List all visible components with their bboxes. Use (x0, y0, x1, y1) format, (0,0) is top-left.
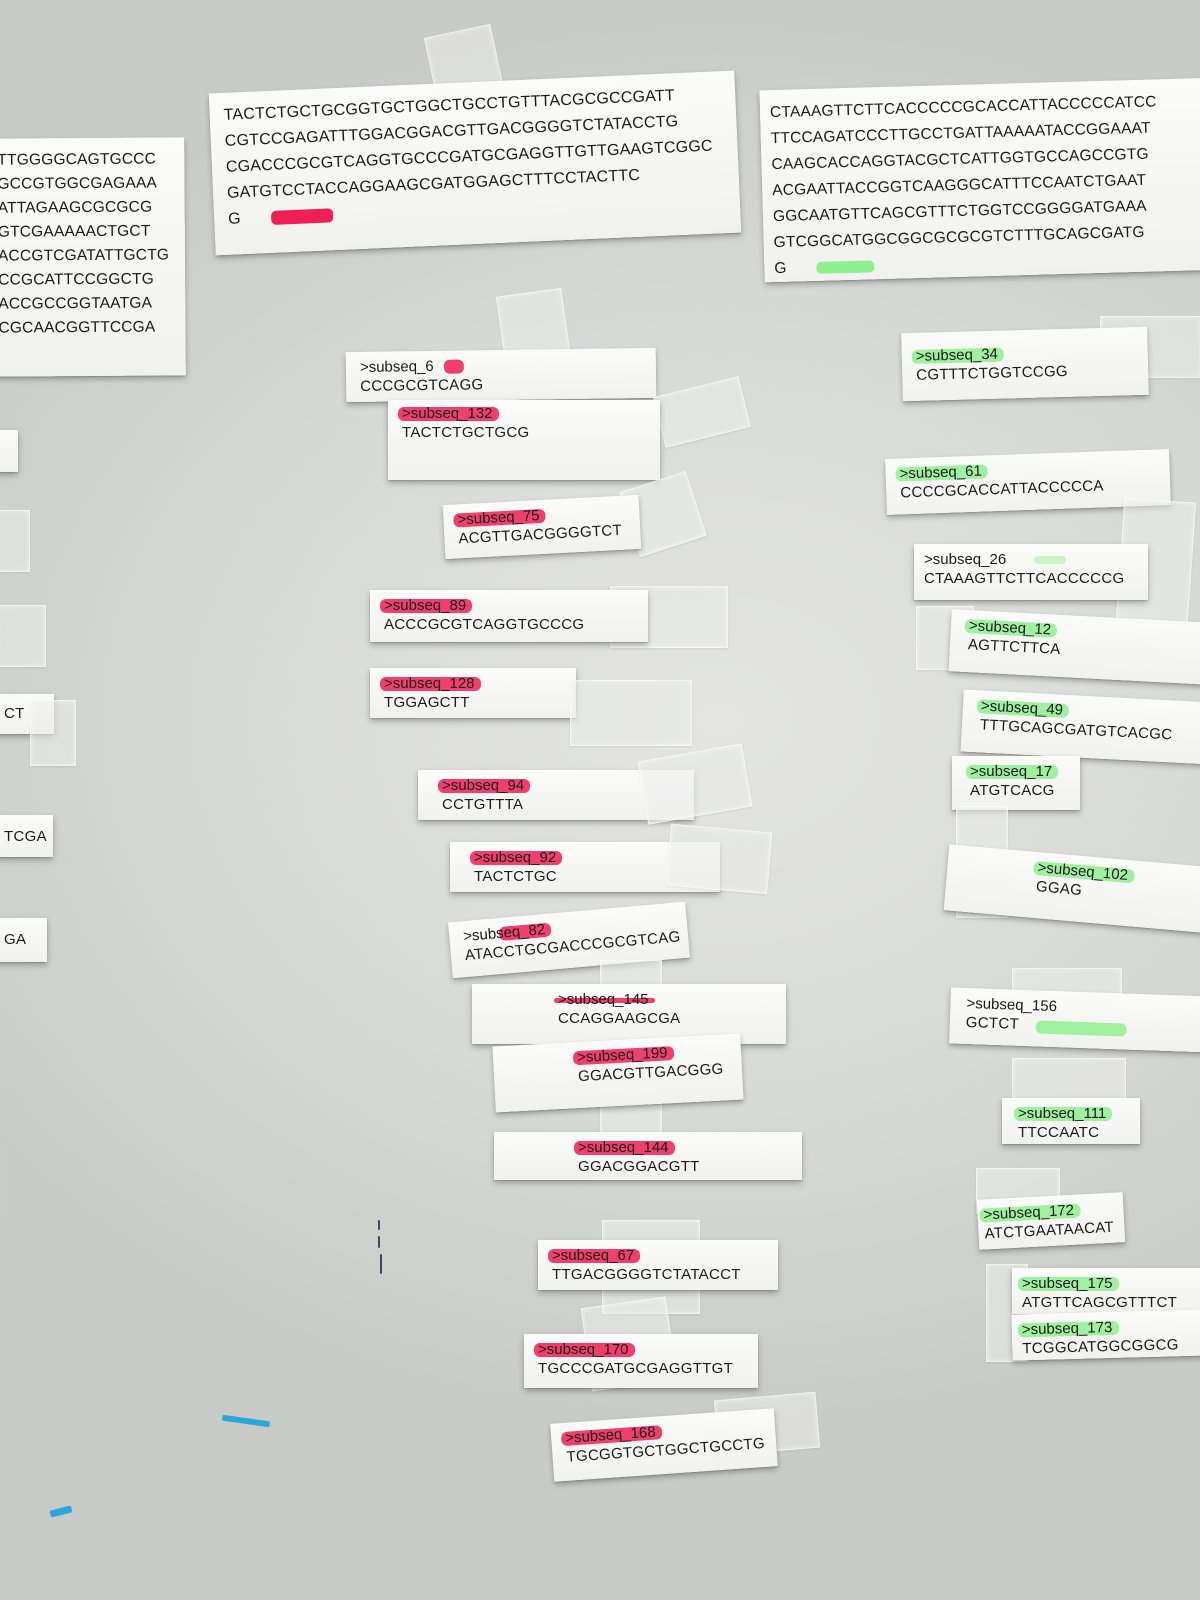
subseq-strip: >subseq_132 TACTCTGCTGCG (388, 400, 660, 480)
tape (637, 743, 753, 825)
left-sequence-sheet: TTGGGGCAGTGCCC GCCGTGGCGAGAAA ATTAGAAGCG… (0, 137, 186, 377)
sheet-line: ACCGTCGATATTGCTG (0, 246, 170, 265)
subseq-label: >subseq_173 (1021, 1318, 1113, 1339)
subseq-label: >subseq_172 (983, 1201, 1075, 1224)
subseq-label: >subseq_144 (578, 1139, 669, 1156)
subseq-label: >subseq_128 (384, 675, 475, 692)
subseq-sequence: AGTTCTTCA (967, 636, 1061, 658)
subseq-strip: >subseq_173 TCGGCATGGCGGCG (1011, 1309, 1200, 1361)
subseq-sequence: CCCGCGTCAGG (360, 376, 484, 395)
subseq-label: >subseq_6 (359, 357, 434, 376)
blue-marker-stroke (49, 1505, 73, 1518)
subseq-strip: >subseq_6 CCCGCGTCAGG (345, 347, 657, 403)
subseq-label: >subseq_49 (980, 697, 1064, 719)
subseq-strip: >subseq_26 CTAAAGTTCTTCACCCCCG (914, 544, 1148, 600)
tape (653, 376, 751, 448)
subseq-label: >subseq_175 (1022, 1275, 1113, 1292)
subseq-label: >subseq_170 (538, 1341, 629, 1358)
subseq-strip: >subseq_172 ATCTGAATAACAT (976, 1192, 1126, 1250)
subseq-label: >subseq_67 (552, 1247, 635, 1264)
sheet-line: GTCGAAAAACTGCT (0, 222, 151, 241)
red-highlight-mark (443, 359, 464, 374)
subseq-sequence: TTGACGGGGTCTATACCT (552, 1266, 741, 1283)
subseq-label: >subseq_94 (442, 777, 525, 794)
subseq-label: >subseq_61 (899, 462, 983, 483)
subseq-sequence: TACTCTGCTGCG (402, 424, 530, 441)
subseq-strip: >subseq_170 TGCCCGATGCGAGGTTGT (524, 1334, 758, 1388)
subseq-label: >subseq_145 (558, 991, 649, 1008)
subseq-sequence: GGACGGACGTT (578, 1158, 700, 1175)
sheet-line: ACCGCCGGTAATGA (0, 294, 153, 313)
subseq-strip: >subseq_49 TTTGCAGCGATGTCACGC (960, 689, 1200, 765)
subseq-sequence: CCAGGAAGCGA (558, 1010, 681, 1027)
green-highlight-mark (816, 260, 875, 274)
red-highlight-mark (270, 208, 334, 225)
subseq-strip: >subseq_89 ACCCGCGTCAGGTGCCCG (370, 590, 648, 642)
subseq-strip: >subseq_168 TGCGGTGCTGGCTGCCTG (550, 1408, 778, 1482)
subseq-strip: >subseq_34 CGTTTCTGGTCCGG (901, 326, 1149, 402)
subseq-label: >subseq_26 (924, 551, 1007, 568)
left-fragment-strip: TCGA (0, 815, 53, 857)
sheet-line: CGCAACGGTTCCGA (0, 318, 156, 337)
sheet-line: TTGGGGCAGTGCCC (0, 150, 157, 169)
subseq-strip: >subseq_199 GGACGTTGACGGG (492, 1033, 744, 1113)
subseq-sequence: ACCCGCGTCAGGTGCCCG (384, 616, 585, 633)
subseq-label: >subseq_199 (576, 1044, 668, 1067)
sheet-line: CCGCATTCCGGCTG (0, 270, 154, 289)
subseq-label: >subseq_34 (915, 345, 999, 365)
tape (665, 823, 773, 895)
subseq-strip: >subseq_75 ACGTTGACGGGGTCT (442, 494, 642, 560)
subseq-sequence: ATGTCACG (970, 782, 1055, 799)
subseq-label: >subseq_111 (1018, 1105, 1107, 1122)
sheet-line: GCCGTGGCGAGAAA (0, 174, 158, 193)
subseq-strip: >subseq_12 AGTTCTTCA (948, 609, 1200, 685)
subseq-sequence: CCTGTTTA (442, 796, 524, 813)
tape (570, 680, 692, 746)
subseq-strip: >subseq_102 GGAG (943, 844, 1200, 934)
subseq-label: >subseq_12 (968, 617, 1052, 639)
subseq-label: >subseq_89 (384, 597, 467, 614)
subseq-sequence: TACTCTGC (474, 868, 557, 885)
subseq-label: >subseq_156 (966, 994, 1058, 1016)
subseq-sequence: TTCCAATC (1018, 1124, 1100, 1141)
subseq-sequence: TGCCCGATGCGAGGTTGT (538, 1360, 734, 1377)
subseq-strip: >subseq_156 GCTCT (949, 987, 1200, 1053)
subseq-sequence: TGGAGCTT (384, 694, 470, 711)
subseq-strip: >subseq_111 TTCCAATC (1002, 1098, 1140, 1144)
left-fragment-strip (0, 430, 18, 472)
center-sequence-sheet: TACTCTGCTGCGGTGCTGGCTGCCTGTTTACGCGCCGATT… (208, 70, 742, 256)
subseq-strip: >subseq_175 ATGTTCAGCGTTTCT (1012, 1268, 1200, 1314)
tape (0, 605, 46, 667)
subseq-strip: >subseq_17 ATGTCACG (952, 756, 1080, 810)
subseq-label: >subseq_92 (474, 849, 557, 866)
tape (0, 510, 30, 572)
right-sequence-sheet: CTAAAGTTCTTCACCCCCGCACCATTACCCCCATCC TTC… (759, 77, 1200, 283)
subseq-label: >subseq_17 (970, 763, 1053, 780)
subseq-sequence: CTAAAGTTCTTCACCCCCG (924, 570, 1125, 587)
subseq-label: >subseq_75 (457, 507, 541, 529)
subseq-sequence: ATGTTCAGCGTTTCT (1022, 1294, 1178, 1311)
subseq-strip: >subseq_144 GGACGGACGTT (494, 1132, 802, 1180)
marker-dash (378, 1220, 380, 1230)
marker-dash (378, 1236, 380, 1248)
subseq-strip: >subseq_67 TTGACGGGGTCTATACCT (538, 1240, 778, 1290)
blue-marker-stroke (221, 1414, 271, 1428)
sheet-line: ATTAGAAGCGCGCG (0, 198, 153, 217)
subseq-label: >subseq_132 (402, 405, 493, 422)
tape (30, 700, 76, 766)
left-fragment-strip: GA (0, 918, 47, 962)
subseq-strip: >subseq_128 TGGAGCTT (370, 668, 576, 718)
subseq-sequence: TTTGCAGCGATGTCACGC (979, 716, 1173, 744)
marker-dash (380, 1254, 382, 1274)
